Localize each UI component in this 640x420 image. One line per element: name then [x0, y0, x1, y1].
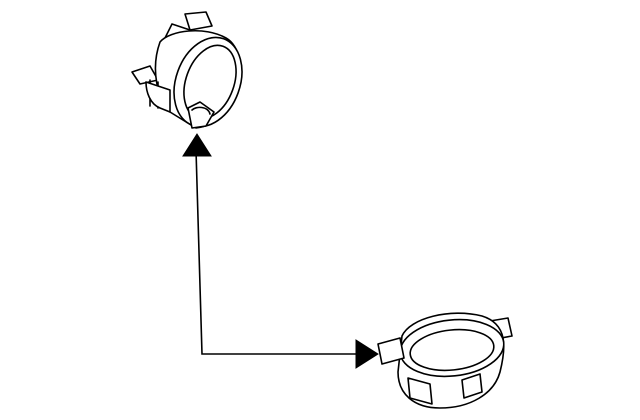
upper-tab-left [131, 65, 159, 85]
lower-inner-rim [409, 328, 495, 372]
lower-connector-block [377, 337, 405, 365]
lower-cutout-left [407, 377, 433, 405]
socket-housing-icon [131, 11, 243, 129]
arrow-right-to-lower-part [355, 339, 379, 369]
lower-cutout-right [461, 373, 483, 399]
socket-clamp-icon [377, 312, 513, 409]
upper-key-curve [191, 106, 211, 115]
arrow-up-to-upper-part [182, 133, 212, 157]
upper-side-panel [145, 81, 171, 113]
leader-line [195, 149, 360, 355]
upper-tab-top [184, 11, 213, 31]
